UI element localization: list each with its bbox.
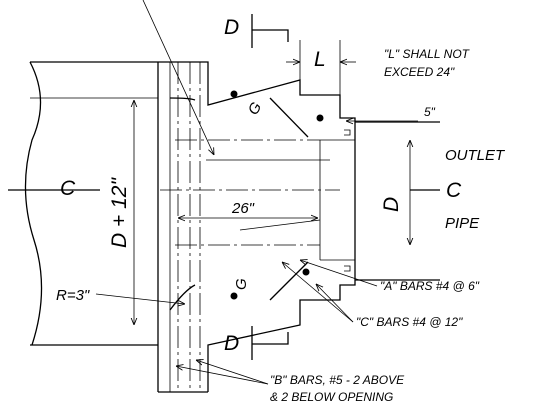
- outlet-label: OUTLET: [445, 147, 506, 164]
- b-bars-note-line-2: & 2 BELOW OPENING: [270, 390, 393, 404]
- rebar-dot: [302, 268, 310, 276]
- box-centerline-label: C: [60, 177, 76, 200]
- section-marker-top: D: [224, 14, 289, 48]
- cover-dimension: 5": [346, 105, 436, 121]
- g-label-bottom: G: [233, 278, 250, 290]
- lap-label: L: [314, 48, 326, 71]
- inner-opening: [169, 97, 355, 311]
- pipe-diameter-label: D: [380, 197, 403, 212]
- section-label-top: D: [224, 16, 239, 39]
- b-bars-callout: "B" BARS, #5 - 2 ABOVE & 2 BELOW OPENING: [176, 360, 405, 404]
- top-leader: [142, 0, 214, 155]
- lap-dimension: L: [286, 40, 356, 95]
- outlet-labels: OUTLET C PIPE: [410, 147, 506, 232]
- width-dimension: 26": [178, 200, 318, 218]
- section-label-bottom: D: [224, 332, 239, 355]
- c-bars-label: "C" BARS #4 @ 12": [356, 315, 463, 329]
- g-bar-bottom: G: [233, 261, 309, 301]
- centerlines: [160, 62, 340, 392]
- rebar-dot: [230, 90, 238, 98]
- a-bars-callout: "A" BARS #4 @ 6": [300, 260, 480, 293]
- c-bars-callout: "C" BARS #4 @ 12": [282, 262, 463, 329]
- rebar-dots: [230, 90, 324, 300]
- pipe-label: PIPE: [445, 215, 480, 232]
- section-marker-bottom: D: [224, 326, 289, 360]
- lap-note-line-1: "L" SHALL NOT: [384, 47, 471, 61]
- height-label: D + 12": [108, 177, 131, 248]
- radius-callout: R=3": [56, 287, 185, 304]
- g-bar-top: G: [245, 97, 309, 138]
- pipe-diameter-dimension: D: [380, 140, 410, 245]
- pipe-outlet: [344, 121, 440, 281]
- cover-label: 5": [424, 105, 436, 119]
- pipe-centerline-label: C: [446, 179, 462, 202]
- width-label: 26": [231, 200, 255, 217]
- g-label-top: G: [245, 99, 266, 118]
- radius-label: R=3": [56, 287, 90, 304]
- lap-note: "L" SHALL NOT EXCEED 24": [384, 47, 471, 79]
- rebar-dot: [230, 292, 238, 300]
- box-centerline-symbol: C: [8, 177, 100, 200]
- misc-leaders: [206, 159, 330, 231]
- rebar-dot: [316, 114, 324, 122]
- lap-note-line-2: EXCEED 24": [384, 65, 455, 79]
- a-bars-label: "A" BARS #4 @ 6": [380, 279, 480, 293]
- box-outline: [24, 61, 356, 393]
- height-dimension: D + 12": [108, 100, 134, 325]
- b-bars-note-line-1: "B" BARS, #5 - 2 ABOVE: [270, 373, 405, 387]
